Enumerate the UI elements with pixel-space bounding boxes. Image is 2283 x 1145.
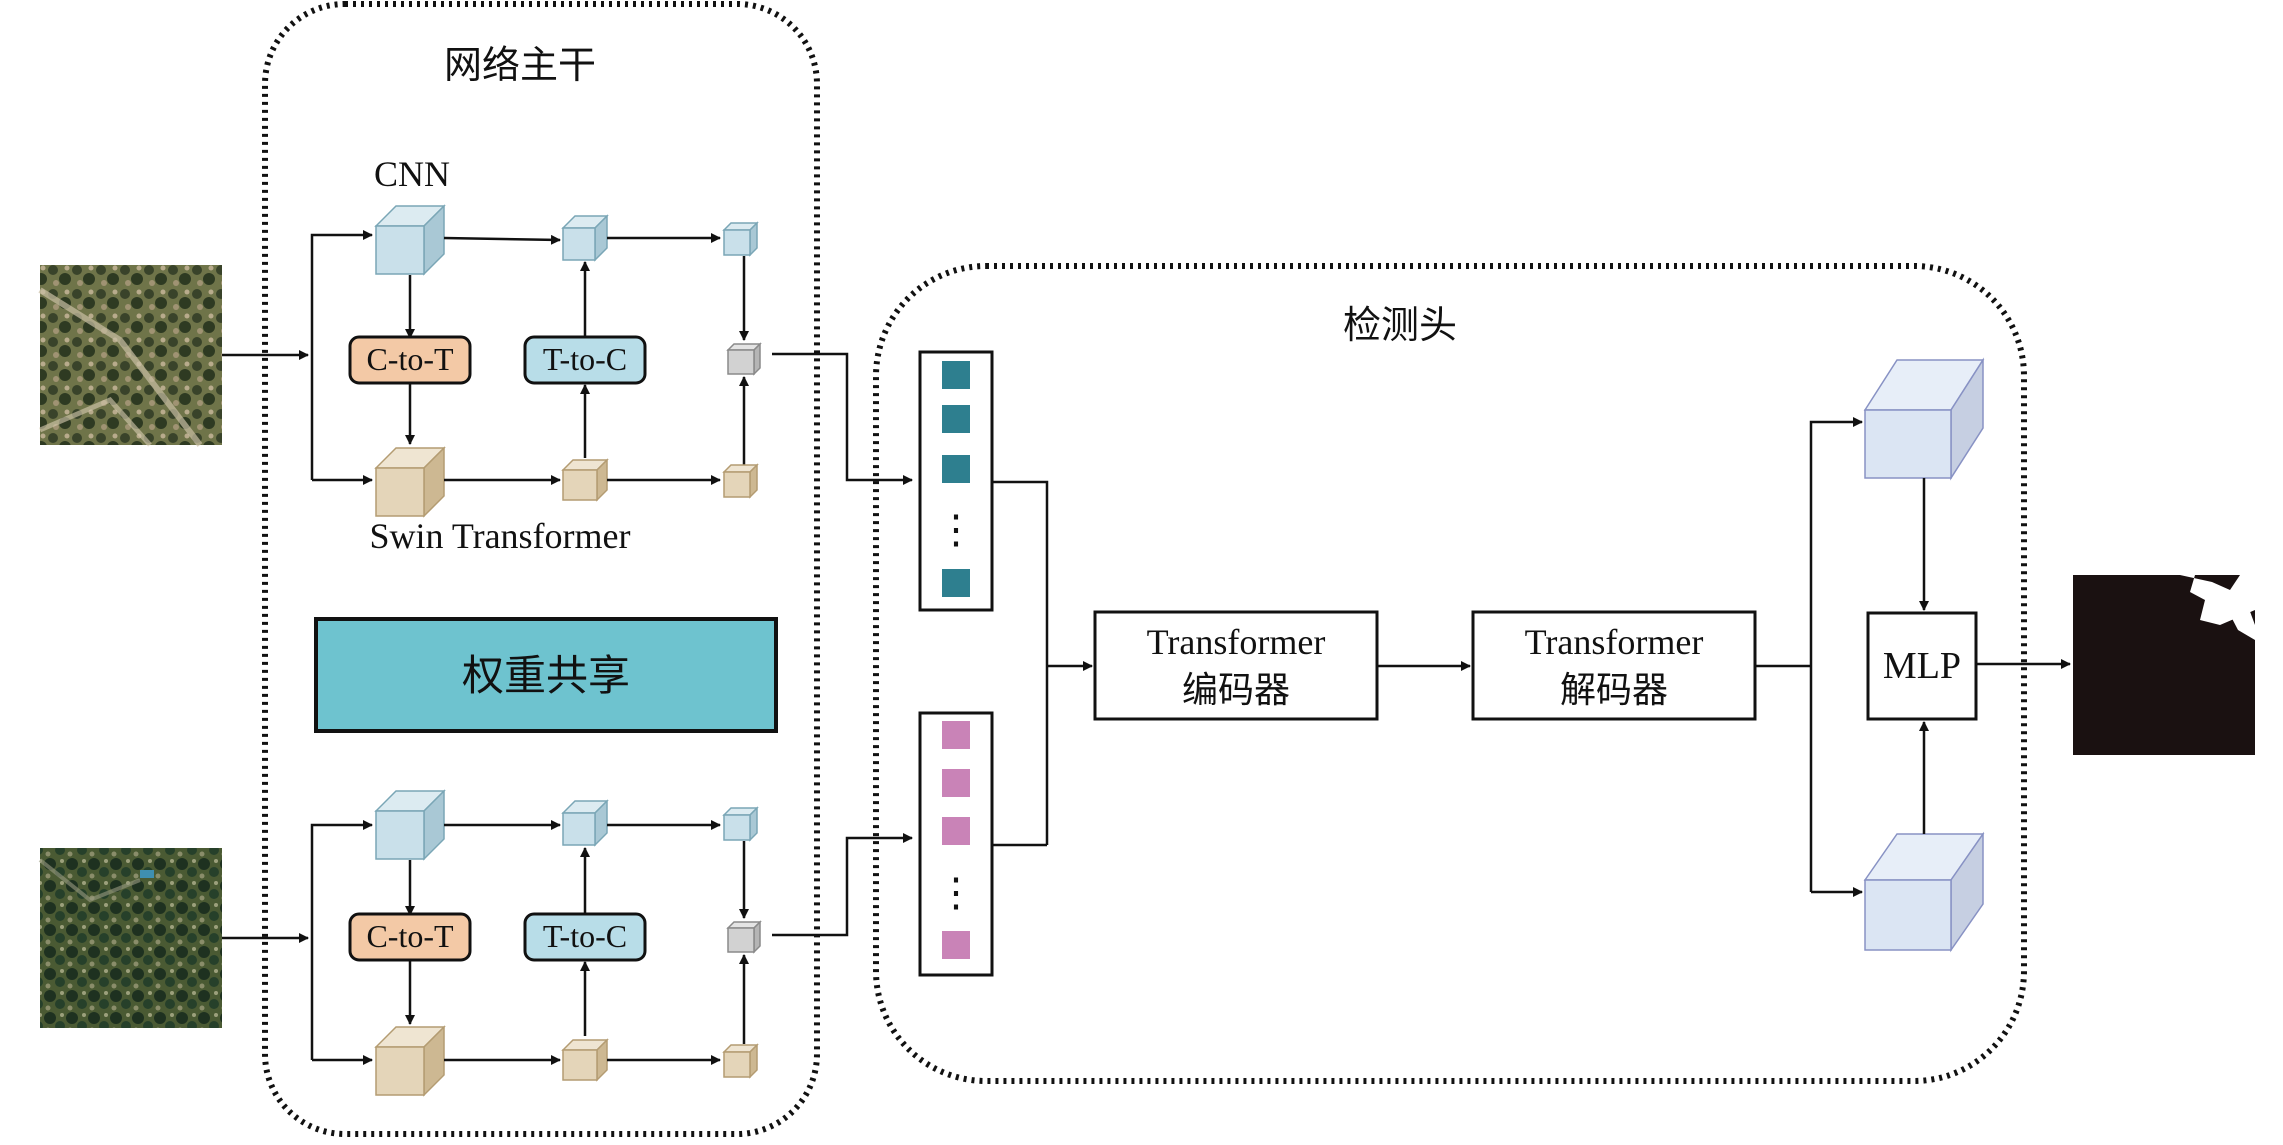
lower-branch: C-to-T T-to-C [222, 789, 913, 1097]
cnn-cube-small [722, 221, 759, 257]
t-to-c-label-upper: T-to-C [543, 341, 627, 377]
cnn-cube-medium-lower [561, 799, 609, 847]
decoder-line-1: Transformer [1525, 622, 1704, 662]
encoder-line-1: Transformer [1147, 622, 1326, 662]
swin-cube-large [374, 446, 446, 518]
fusion-cube-lower [726, 920, 762, 954]
token-ellipsis-lower: ⋮ [936, 870, 976, 915]
encoder-line-2: 编码器 [1182, 670, 1290, 710]
decoder-line-2: 解码器 [1560, 670, 1668, 710]
transformer-decoder-box [1471, 610, 1757, 721]
weight-sharing-box [314, 617, 778, 733]
backbone-frame [262, 1, 820, 1137]
c-to-t-label-upper: C-to-T [366, 341, 454, 377]
head-cube-lower [1863, 831, 1985, 953]
swin-cube-large-lower [374, 1025, 446, 1097]
token-column-lower: ⋮ [918, 711, 994, 977]
cnn-cube-small-lower [722, 806, 759, 842]
fusion-cube-upper [726, 342, 762, 376]
input-image-2 [38, 848, 222, 1028]
swin-cube-small [722, 463, 759, 499]
mlp-box [1866, 611, 1978, 721]
swin-cube-medium [561, 458, 609, 502]
head-cube-upper [1863, 357, 1985, 481]
backbone-title: 网络主干 [444, 45, 596, 87]
cnn-cube-medium [561, 214, 609, 262]
weight-sharing-label: 权重共享 [462, 653, 630, 700]
swin-transformer-label: Swin Transformer [369, 516, 630, 556]
cnn-cube-large-lower [374, 789, 446, 861]
mlp-label: MLP [1883, 645, 1961, 687]
upper-branch: CNN C-to-T T-to-C [222, 154, 913, 556]
t-to-c-label-lower: T-to-C [543, 918, 627, 954]
input-image-1 [38, 265, 222, 447]
detection-head-title: 检测头 [1343, 305, 1457, 347]
swin-cube-medium-lower [561, 1038, 609, 1082]
token-ellipsis-upper: ⋮ [936, 507, 976, 552]
swin-cube-small-lower [722, 1043, 759, 1079]
cnn-cube-large [374, 204, 446, 276]
token-column-upper: ⋮ [918, 350, 994, 612]
transformer-encoder-box [1093, 610, 1379, 721]
cnn-label: CNN [374, 154, 450, 194]
c-to-t-label-lower: C-to-T [366, 918, 454, 954]
output-mask [2073, 575, 2255, 755]
detection-head-frame [873, 263, 2027, 1084]
